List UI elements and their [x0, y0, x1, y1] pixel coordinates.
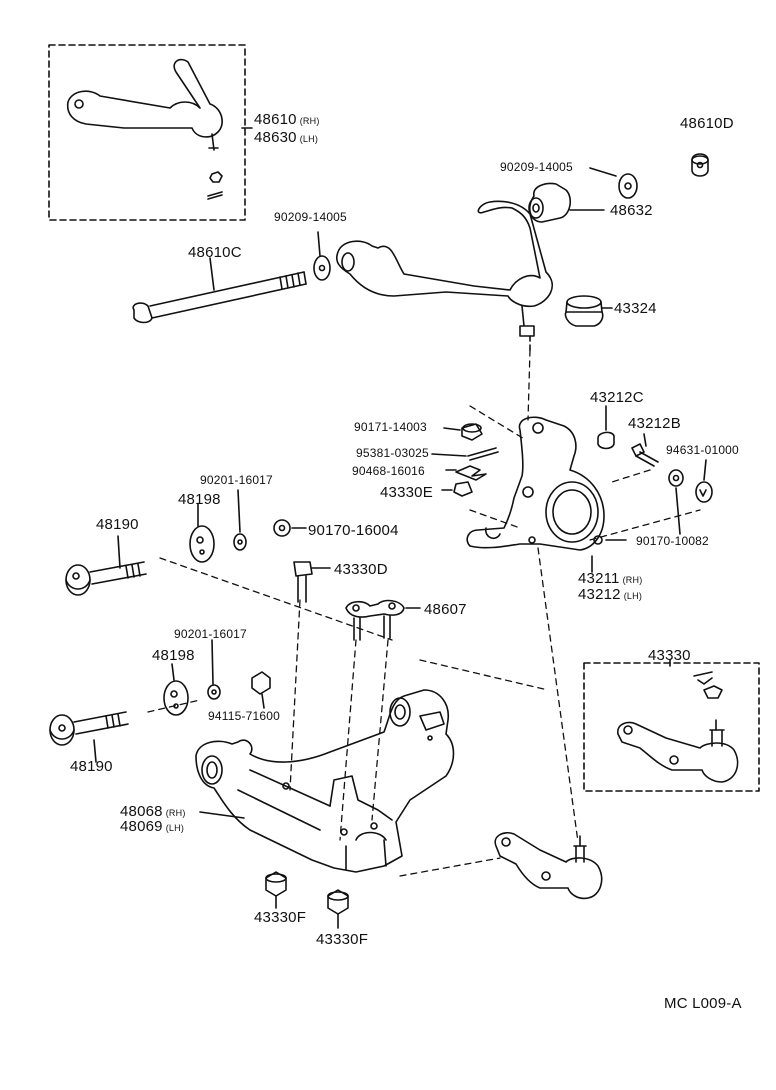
label-48190-top: 48190 [96, 516, 139, 533]
ball-joint-43330-inset[interactable] [617, 659, 739, 783]
label-43211: 43211(RH) [578, 570, 643, 587]
bracket-48607[interactable] [345, 599, 421, 641]
label-90201-bottom: 90201-16017 [174, 627, 247, 641]
castle-nut-90171[interactable] [443, 423, 483, 441]
label-48190-bottom: 48190 [70, 758, 113, 775]
label-43324: 43324 [614, 300, 657, 317]
label-48630: 48630(LH) [254, 129, 319, 146]
label-90209-mid: 90209-14005 [274, 210, 347, 224]
label-48069: 48069(LH) [120, 818, 185, 835]
label-90209-top: 90209-14005 [500, 160, 573, 174]
washer-94631[interactable] [695, 459, 713, 503]
bushing-48632[interactable] [528, 182, 605, 223]
label-48632: 48632 [610, 202, 653, 219]
washer-90209-top[interactable] [589, 167, 638, 199]
inset-box-upper-arm [48, 44, 246, 221]
label-48610: 48610(RH) [254, 111, 320, 128]
label-90170-10082: 90170-10082 [636, 534, 709, 548]
nut-43212C[interactable] [597, 405, 615, 450]
alignment-lines [147, 349, 701, 877]
lower-control-arm[interactable] [195, 689, 455, 873]
label-95381: 95381-03025 [356, 446, 429, 460]
bolt-43330D[interactable] [293, 561, 331, 603]
bolt-43212B[interactable] [631, 433, 659, 467]
label-48610C: 48610C [188, 244, 242, 261]
inset-box-ball-joint [583, 662, 760, 792]
label-90468: 90468-16016 [352, 464, 425, 478]
cotter-pin-95381[interactable] [431, 447, 499, 461]
label-43330: 43330 [648, 647, 691, 664]
lower-ball-joint[interactable] [494, 831, 603, 900]
label-90171: 90171-14003 [354, 420, 427, 434]
nut-48610D[interactable] [691, 153, 709, 177]
label-43212B: 43212B [628, 415, 681, 432]
cam-plate-48198-top[interactable] [189, 503, 215, 563]
label-94631: 94631-01000 [666, 443, 739, 457]
label-90170-16004: 90170-16004 [308, 522, 399, 539]
nut-94115[interactable] [251, 671, 271, 709]
label-48068: 48068(RH) [120, 803, 186, 820]
label-43330D: 43330D [334, 561, 388, 578]
label-43212: 43212(LH) [578, 586, 643, 603]
nut-43330F-b[interactable] [327, 889, 349, 929]
label-94115: 94115-71600 [208, 709, 281, 723]
nut-43330F-a[interactable] [265, 871, 287, 909]
clip-90468[interactable] [445, 465, 487, 481]
nut-90170-16004[interactable] [273, 519, 307, 537]
washer-90201-top[interactable] [233, 489, 247, 551]
steering-knuckle[interactable] [466, 416, 605, 573]
nut-43330E[interactable] [441, 481, 473, 497]
label-90201-top: 90201-16017 [200, 473, 273, 487]
nut-90170-10082[interactable] [668, 469, 684, 535]
label-43330E: 43330E [380, 484, 433, 501]
label-diagram-code: MC L009-A [664, 995, 742, 1012]
upper-control-arm[interactable] [335, 200, 553, 351]
cam-bolt-48190-top[interactable] [65, 535, 147, 596]
boot-43324[interactable] [564, 295, 613, 327]
label-48607: 48607 [424, 601, 467, 618]
upper-arm-assembly-inset[interactable] [66, 58, 223, 200]
label-48198-top: 48198 [178, 491, 221, 508]
label-43212C: 43212C [590, 389, 644, 406]
label-43330F-a: 43330F [254, 909, 307, 926]
label-48198-bottom: 48198 [152, 647, 195, 664]
label-43330F-b: 43330F [316, 931, 369, 948]
label-48610D: 48610D [680, 115, 734, 132]
washer-90201-bottom[interactable] [207, 639, 221, 700]
washer-90209-mid[interactable] [313, 231, 331, 281]
cam-bolt-48190-bottom[interactable] [49, 711, 129, 763]
cam-plate-48198-bottom[interactable] [163, 663, 189, 716]
bolt-48610C[interactable] [132, 257, 307, 324]
